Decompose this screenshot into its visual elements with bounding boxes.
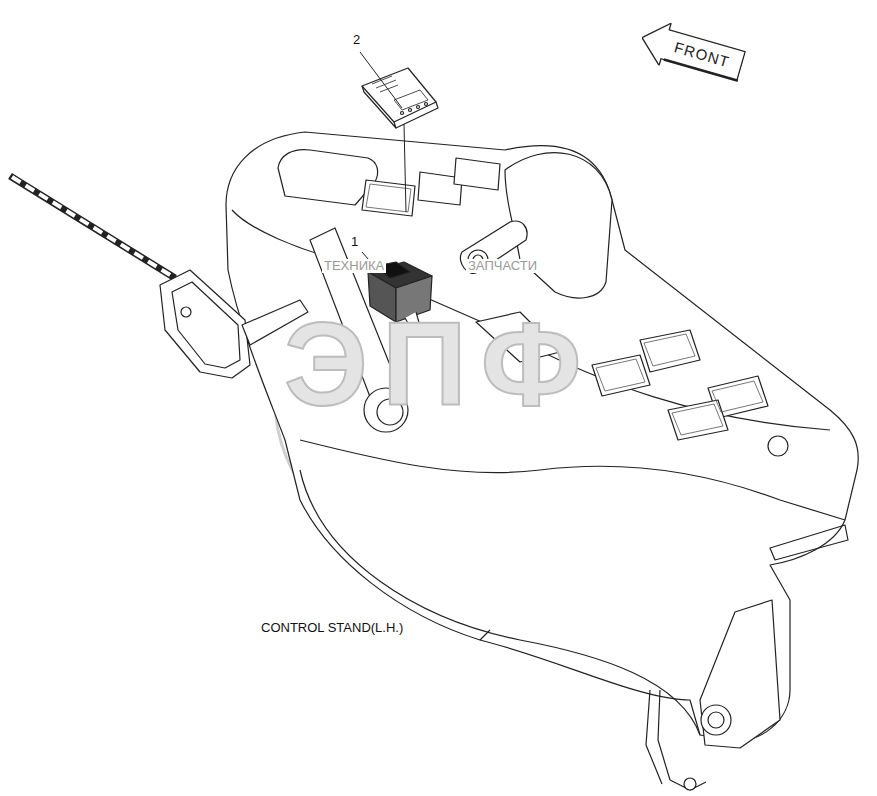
lever-grip — [160, 270, 250, 378]
linkage-rod — [480, 630, 670, 784]
linkage-bushing — [701, 705, 731, 735]
lever-grip-face — [172, 282, 240, 368]
linkage-bracket — [700, 600, 780, 748]
control-cable — [10, 176, 175, 278]
arrow-shape — [636, 17, 747, 88]
watermark-logo: ЭПФ — [282, 300, 597, 430]
console-slot — [770, 525, 848, 560]
switch-cover — [362, 68, 438, 128]
grip-button — [181, 307, 191, 317]
callout-number: 2 — [351, 33, 362, 47]
callout-number: 1 — [349, 235, 360, 249]
watermark-text: ТЕХНИКА — [322, 259, 386, 273]
leader-line — [404, 124, 406, 212]
direction-arrow: FRONT — [636, 17, 748, 88]
console-lower — [300, 470, 700, 735]
linkage-pin — [684, 778, 696, 790]
control-cable-inner — [12, 177, 175, 278]
console-button — [768, 436, 788, 456]
console-side-curve — [300, 440, 845, 520]
console-top-recess — [278, 150, 378, 205]
leader-line — [360, 52, 402, 108]
linkage-bushing-inner — [708, 712, 724, 728]
watermark-text: ЗАПЧАСТИ — [466, 259, 539, 273]
figure-caption: CONTROL STAND(L.H.) — [259, 621, 405, 635]
